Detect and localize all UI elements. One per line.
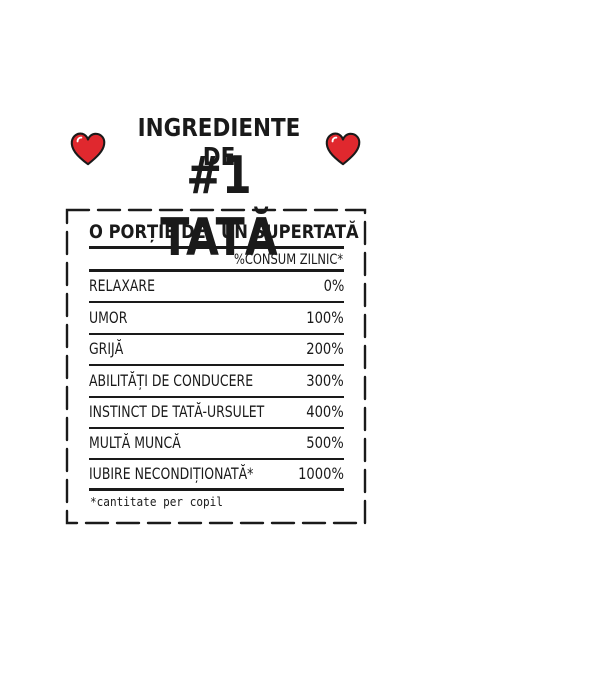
heart-icon <box>70 132 106 166</box>
ingredient-row: INSTINCT DE TATĂ-URSULET 400% <box>89 400 344 424</box>
divider <box>89 458 344 460</box>
ingredient-value: 400% <box>306 402 344 421</box>
ingredient-row: IUBIRE NECONDIȚIONATĂ* 1000% <box>89 462 344 486</box>
serving-label: O PORȚIE DE: <box>89 221 213 243</box>
divider <box>89 488 344 491</box>
column-header: %CONSUM ZILNIC* <box>233 252 343 268</box>
ingredient-row: MULTĂ MUNCĂ 500% <box>89 431 344 455</box>
divider <box>89 301 344 303</box>
divider <box>89 269 344 272</box>
heart-icon <box>325 132 361 166</box>
ingredient-value: 0% <box>323 276 344 295</box>
ingredient-value: 200% <box>306 339 344 358</box>
divider <box>89 396 344 398</box>
serving-size: O PORȚIE DE: UN SUPERTATĂ <box>89 221 359 243</box>
ingredient-value: 1000% <box>298 464 344 483</box>
ingredient-name: MULTĂ MUNCĂ <box>89 433 181 452</box>
footnote: *cantitate per copil <box>90 495 223 509</box>
divider <box>89 427 344 429</box>
ingredient-value: 300% <box>306 371 344 390</box>
card-border <box>65 208 367 525</box>
serving-value: UN SUPERTATĂ <box>220 221 359 243</box>
ingredient-row: RELAXARE 0% <box>89 274 344 298</box>
ingredient-row: ABILITĂȚI DE CONDUCERE 300% <box>89 369 344 393</box>
ingredient-row: UMOR 100% <box>89 306 344 330</box>
title-line1: INGREDIENTE DE <box>137 113 301 171</box>
divider <box>89 333 344 335</box>
divider <box>89 364 344 366</box>
ingredient-value: 500% <box>306 433 344 452</box>
divider <box>89 246 344 249</box>
title-line2: #1 TATĂ <box>160 146 278 268</box>
ingredient-name: IUBIRE NECONDIȚIONATĂ* <box>89 464 254 483</box>
ingredient-name: GRIJĂ <box>89 339 124 358</box>
ingredient-name: ABILITĂȚI DE CONDUCERE <box>89 371 254 390</box>
ingredient-value: 100% <box>306 308 344 327</box>
ingredient-row: GRIJĂ 200% <box>89 337 344 361</box>
ingredient-name: INSTINCT DE TATĂ-URSULET <box>89 402 265 421</box>
ingredient-name: UMOR <box>89 308 128 327</box>
ingredient-name: RELAXARE <box>89 276 155 295</box>
